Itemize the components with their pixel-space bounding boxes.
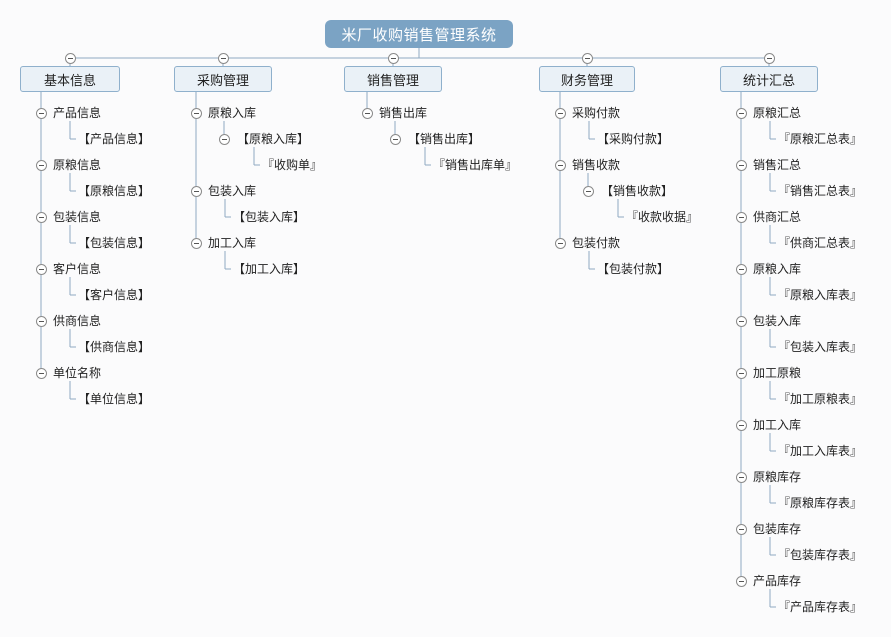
branch-collapse-toggle-icon[interactable] — [64, 52, 76, 64]
subtopic-node[interactable]: 『原粮库存表』 — [778, 496, 863, 510]
topic-node[interactable]: 包装付款 — [572, 236, 621, 250]
node-collapse-toggle-icon[interactable] — [361, 107, 373, 119]
subtopic-node[interactable]: 【包装付款】 — [597, 262, 670, 276]
node-collapse-toggle-icon[interactable] — [735, 263, 747, 275]
branch-collapse-toggle-icon[interactable] — [581, 52, 593, 64]
node-collapse-toggle-icon[interactable] — [554, 159, 566, 171]
subtopic-collapse-toggle-icon[interactable] — [389, 133, 401, 145]
topic-node[interactable]: 原粮信息 — [53, 158, 102, 172]
branch-node[interactable]: 采购管理 — [174, 66, 272, 92]
subtopic-node[interactable]: 【销售出库】 — [408, 132, 481, 146]
node-collapse-toggle-icon[interactable] — [735, 575, 747, 587]
node-collapse-toggle-icon[interactable] — [554, 237, 566, 249]
topic-node[interactable]: 加工入库 — [753, 418, 802, 432]
topic-node[interactable]: 客户信息 — [53, 262, 102, 276]
branch-node[interactable]: 财务管理 — [539, 66, 635, 92]
topic-node[interactable]: 供商信息 — [53, 314, 102, 328]
topic-node[interactable]: 销售收款 — [572, 158, 621, 172]
subtopic-node[interactable]: 『原粮汇总表』 — [778, 132, 863, 146]
topic-node[interactable]: 包装入库 — [208, 184, 257, 198]
subtopic-node[interactable]: 【产品信息】 — [78, 132, 151, 146]
topic-node[interactable]: 原粮库存 — [753, 470, 802, 484]
node-collapse-toggle-icon[interactable] — [735, 107, 747, 119]
subtopic-collapse-toggle-icon[interactable] — [582, 185, 594, 197]
topic-node[interactable]: 供商汇总 — [753, 210, 802, 224]
subtopic-node[interactable]: 【原粮入库】 — [237, 132, 310, 146]
node-collapse-toggle-icon[interactable] — [735, 419, 747, 431]
subtopic-node[interactable]: 【客户信息】 — [78, 288, 151, 302]
root-node-title[interactable]: 米厂收购销售管理系统 — [325, 20, 513, 48]
node-collapse-toggle-icon[interactable] — [35, 211, 47, 223]
node-collapse-toggle-icon[interactable] — [735, 471, 747, 483]
topic-node[interactable]: 原粮入库 — [753, 262, 802, 276]
subtopic-node[interactable]: 『销售汇总表』 — [778, 184, 863, 198]
node-collapse-toggle-icon[interactable] — [190, 107, 202, 119]
subtopic-collapse-toggle-icon[interactable] — [218, 133, 230, 145]
node-collapse-toggle-icon[interactable] — [190, 185, 202, 197]
subtopic-node[interactable]: 『包装入库表』 — [778, 340, 863, 354]
node-collapse-toggle-icon[interactable] — [35, 367, 47, 379]
subtopic-node[interactable]: 【包装信息】 — [78, 236, 151, 250]
topic-node[interactable]: 产品库存 — [753, 574, 802, 588]
subtopic-node[interactable]: 『供商汇总表』 — [778, 236, 863, 250]
subtopic-node[interactable]: 『加工入库表』 — [778, 444, 863, 458]
branch-node[interactable]: 统计汇总 — [720, 66, 818, 92]
subtopic-node[interactable]: 『包装库存表』 — [778, 548, 863, 562]
branch-node[interactable]: 销售管理 — [344, 66, 442, 92]
node-collapse-toggle-icon[interactable] — [735, 211, 747, 223]
subtopic-node[interactable]: 『加工原粮表』 — [778, 392, 863, 406]
node-collapse-toggle-icon[interactable] — [35, 107, 47, 119]
node-collapse-toggle-icon[interactable] — [190, 237, 202, 249]
topic-node[interactable]: 包装信息 — [53, 210, 102, 224]
subtopic-node[interactable]: 【销售收款】 — [601, 184, 674, 198]
topic-node[interactable]: 加工原粮 — [753, 366, 802, 380]
subtopic-node[interactable]: 【供商信息】 — [78, 340, 151, 354]
node-collapse-toggle-icon[interactable] — [735, 523, 747, 535]
branch-collapse-toggle-icon[interactable] — [763, 52, 775, 64]
detail-node[interactable]: 『销售出库单』 — [433, 158, 518, 172]
node-collapse-toggle-icon[interactable] — [35, 263, 47, 275]
node-collapse-toggle-icon[interactable] — [735, 367, 747, 379]
subtopic-node[interactable]: 『原粮入库表』 — [778, 288, 863, 302]
subtopic-node[interactable]: 【单位信息】 — [78, 392, 151, 406]
topic-node[interactable]: 包装库存 — [753, 522, 802, 536]
subtopic-node[interactable]: 『产品库存表』 — [778, 600, 863, 614]
node-collapse-toggle-icon[interactable] — [35, 315, 47, 327]
node-collapse-toggle-icon[interactable] — [554, 107, 566, 119]
topic-node[interactable]: 单位名称 — [53, 366, 102, 380]
node-collapse-toggle-icon[interactable] — [35, 159, 47, 171]
subtopic-node[interactable]: 【加工入库】 — [233, 262, 306, 276]
node-collapse-toggle-icon[interactable] — [735, 159, 747, 171]
topic-node[interactable]: 包装入库 — [753, 314, 802, 328]
detail-node[interactable]: 『收款收据』 — [626, 210, 699, 224]
branch-collapse-toggle-icon[interactable] — [387, 52, 399, 64]
topic-node[interactable]: 原粮汇总 — [753, 106, 802, 120]
branch-collapse-toggle-icon[interactable] — [217, 52, 229, 64]
subtopic-node[interactable]: 【采购付款】 — [597, 132, 670, 146]
topic-node[interactable]: 采购付款 — [572, 106, 621, 120]
node-collapse-toggle-icon[interactable] — [735, 315, 747, 327]
topic-node[interactable]: 产品信息 — [53, 106, 102, 120]
topic-node[interactable]: 销售出库 — [379, 106, 428, 120]
topic-node[interactable]: 销售汇总 — [753, 158, 802, 172]
topic-node[interactable]: 加工入库 — [208, 236, 257, 250]
subtopic-node[interactable]: 【包装入库】 — [233, 210, 306, 224]
topic-node[interactable]: 原粮入库 — [208, 106, 257, 120]
detail-node[interactable]: 『收购单』 — [262, 158, 323, 172]
branch-node[interactable]: 基本信息 — [20, 66, 120, 92]
subtopic-node[interactable]: 【原粮信息】 — [78, 184, 151, 198]
